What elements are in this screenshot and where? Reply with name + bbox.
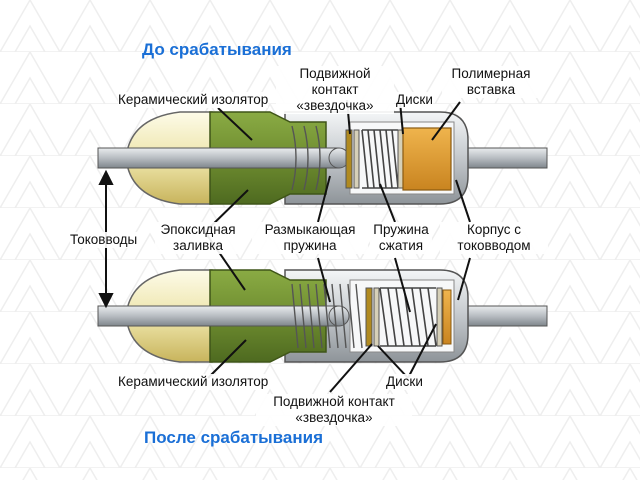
polymer-insert — [402, 127, 452, 191]
disc-top-2 — [397, 129, 404, 189]
lead-right-top — [454, 147, 548, 169]
label-movable-contact-bottom: Подвижной контакт «звездочка» — [256, 394, 412, 426]
label-release-spring: Размыкающая пружина — [252, 222, 368, 254]
label-housing: Корпус с токовводом — [440, 222, 548, 254]
compression-spring-top — [361, 129, 399, 189]
rod-tip-bottom — [328, 305, 350, 327]
movable-contact-top — [345, 129, 353, 189]
label-ceramic-top: Керамический изолятор — [118, 92, 269, 108]
leads-arrow — [98, 169, 114, 309]
fuse-before — [97, 111, 548, 205]
fuse-after — [97, 269, 548, 363]
polymer-melted — [442, 289, 452, 345]
release-spring-bottom — [291, 283, 363, 349]
label-epoxy: Эпоксидная заливка — [155, 222, 241, 254]
disc-bottom-2 — [436, 287, 443, 347]
lead-left-top — [97, 147, 339, 169]
release-spring-top — [291, 125, 321, 191]
disc-top — [353, 129, 360, 189]
label-polymer-insert: Полимерная вставка — [442, 66, 540, 98]
label-compression-spring: Пружина сжатия — [370, 222, 432, 254]
label-discs-bottom: Диски — [386, 374, 423, 390]
title-before: До срабатывания — [142, 40, 292, 59]
lead-right-bottom — [454, 305, 548, 327]
compression-spring-bottom — [379, 287, 437, 347]
label-leads: Токовводы — [70, 232, 138, 248]
label-discs-top: Диски — [396, 92, 433, 108]
disc-bottom — [373, 287, 380, 347]
label-movable-contact-top: Подвижной контакт «звездочка» — [276, 66, 394, 114]
title-after: После срабатывания — [144, 428, 323, 447]
movable-contact-bottom — [365, 287, 373, 347]
callout-lines — [204, 99, 471, 393]
label-ceramic-bottom: Керамический изолятор — [118, 374, 269, 390]
